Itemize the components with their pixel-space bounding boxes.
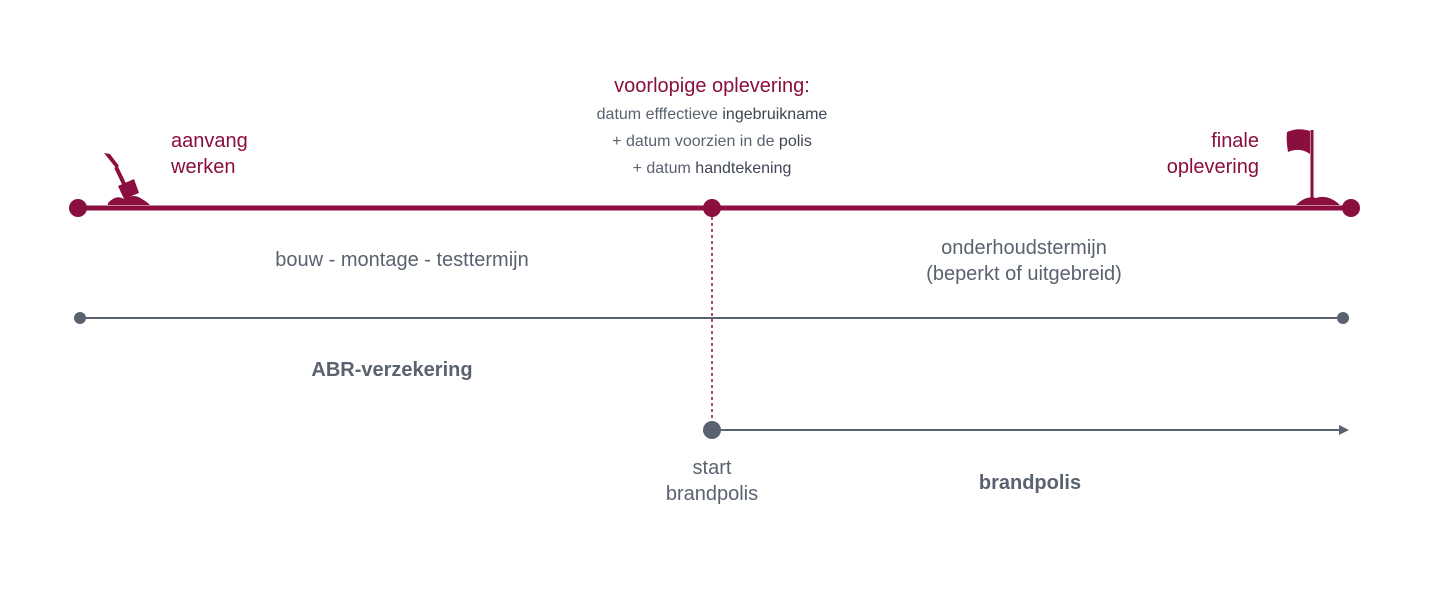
provisional-milestone-title: voorlopige oplevering: — [614, 75, 810, 97]
start-milestone-label: aanvang werken — [171, 128, 248, 180]
provisional-detail-row3: + datum handtekening — [632, 160, 792, 177]
provisional-detail-row2: + datum voorzien in de polis — [612, 133, 812, 150]
abr-start-dot — [74, 312, 86, 324]
abr-insurance-label: ABR-verzekering — [311, 359, 473, 381]
fire-start-line2: brandpolis — [665, 483, 759, 505]
construction-phase-label: bouw - montage - testtermijn — [275, 249, 529, 271]
shovel-icon — [104, 153, 150, 205]
start-label-line2: werken — [171, 156, 236, 178]
fire-insurance-start-label: start brandpolis — [612, 455, 812, 507]
final-label-line2: oplevering — [1166, 156, 1259, 178]
flag-icon — [1286, 129, 1340, 205]
final-label-line1: finale — [1211, 130, 1259, 152]
maintenance-phase-label: onderhoudstermijn (beperkt of uitgebreid… — [874, 235, 1174, 287]
final-milestone-dot — [1342, 199, 1360, 217]
fire-start-line1: start — [692, 457, 732, 479]
start-milestone-dot — [69, 199, 87, 217]
abr-end-dot — [1337, 312, 1349, 324]
provisional-milestone-dot — [703, 199, 721, 217]
maintenance-label-line1: onderhoudstermijn — [941, 237, 1107, 259]
fire-insurance-start-dot — [703, 421, 721, 439]
final-milestone-label: finale oplevering — [1109, 128, 1259, 180]
maintenance-label-line2: (beperkt of uitgebreid) — [926, 263, 1122, 285]
fire-insurance-label: brandpolis — [978, 472, 1082, 494]
start-label-line1: aanvang — [171, 130, 248, 152]
provisional-milestone-details: datum efffectieve ingebruikname + datum … — [512, 101, 912, 182]
provisional-detail-row1: datum efffectieve ingebruikname — [596, 106, 828, 123]
